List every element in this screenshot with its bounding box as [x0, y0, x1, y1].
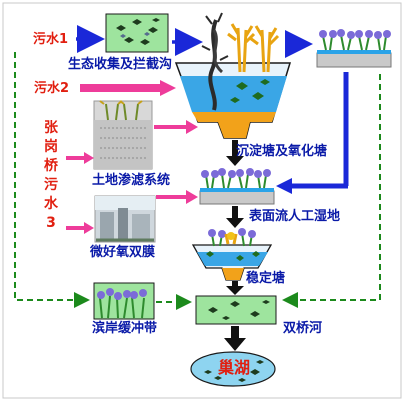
surface-wetland-label: 表面流人工湿地	[249, 209, 341, 224]
arrow-membrane-to-surface-wetland	[156, 190, 198, 204]
dashed-right-bypass	[282, 74, 381, 308]
arrow-upper-wetland-to-surface-wetland	[276, 72, 349, 194]
surface-wetland-image	[199, 168, 275, 205]
sewage2-label: 污水2	[34, 81, 70, 96]
sewage1-label: 污水1	[33, 32, 69, 47]
chaohu-lake-image	[190, 351, 276, 387]
arrow-infiltration-to-pond	[154, 120, 198, 134]
arrow-stabilization-to-river	[226, 281, 244, 295]
diagram-frame	[2, 2, 402, 399]
arrow-pond-to-surface-wetland	[226, 140, 244, 166]
eco-collection-label: 生态收集及拦截沟	[68, 57, 173, 72]
micro-aerobic-membrane-image	[94, 195, 156, 243]
chaohu-label: 巢湖	[218, 358, 251, 377]
black-flow-arrows	[224, 140, 246, 351]
arrow-zgq-to-membrane	[66, 222, 94, 234]
riparian-buffer-label: 滨岸缓冲带	[92, 321, 158, 336]
micro-aerobic-label: 微好氧双膜	[90, 245, 156, 260]
upper-wetland-image	[316, 29, 392, 68]
land-infiltration-label: 土地渗滤系统	[92, 173, 171, 188]
dashed-left-bypass	[14, 52, 90, 308]
arrow-river-to-chaohu	[224, 326, 246, 351]
eco-collection-ditch-image	[105, 13, 169, 53]
land-infiltration-image	[93, 100, 153, 170]
stabilization-label: 稳定塘	[246, 271, 286, 286]
arrow-surface-wetland-to-stabilization	[226, 206, 244, 228]
sedimentation-label: 沉淀塘及氧化塘	[236, 144, 328, 159]
sedimentation-pond-image	[174, 12, 292, 139]
dashed-green-paths	[14, 52, 381, 310]
blue-flow-arrows	[76, 25, 313, 58]
stabilization-pond-image	[191, 228, 273, 281]
pink-flow-arrows	[66, 80, 198, 234]
shuangqiao-river-image	[195, 295, 277, 325]
zhanggangqiao-sewage3-label: 张岗桥污水3	[44, 120, 58, 231]
arrow-zgq-to-infiltration	[66, 152, 94, 164]
riparian-buffer-image	[93, 282, 155, 320]
shuangqiao-river-label: 双桥河	[283, 321, 323, 336]
arrow-sewage2-to-pond	[80, 80, 176, 96]
